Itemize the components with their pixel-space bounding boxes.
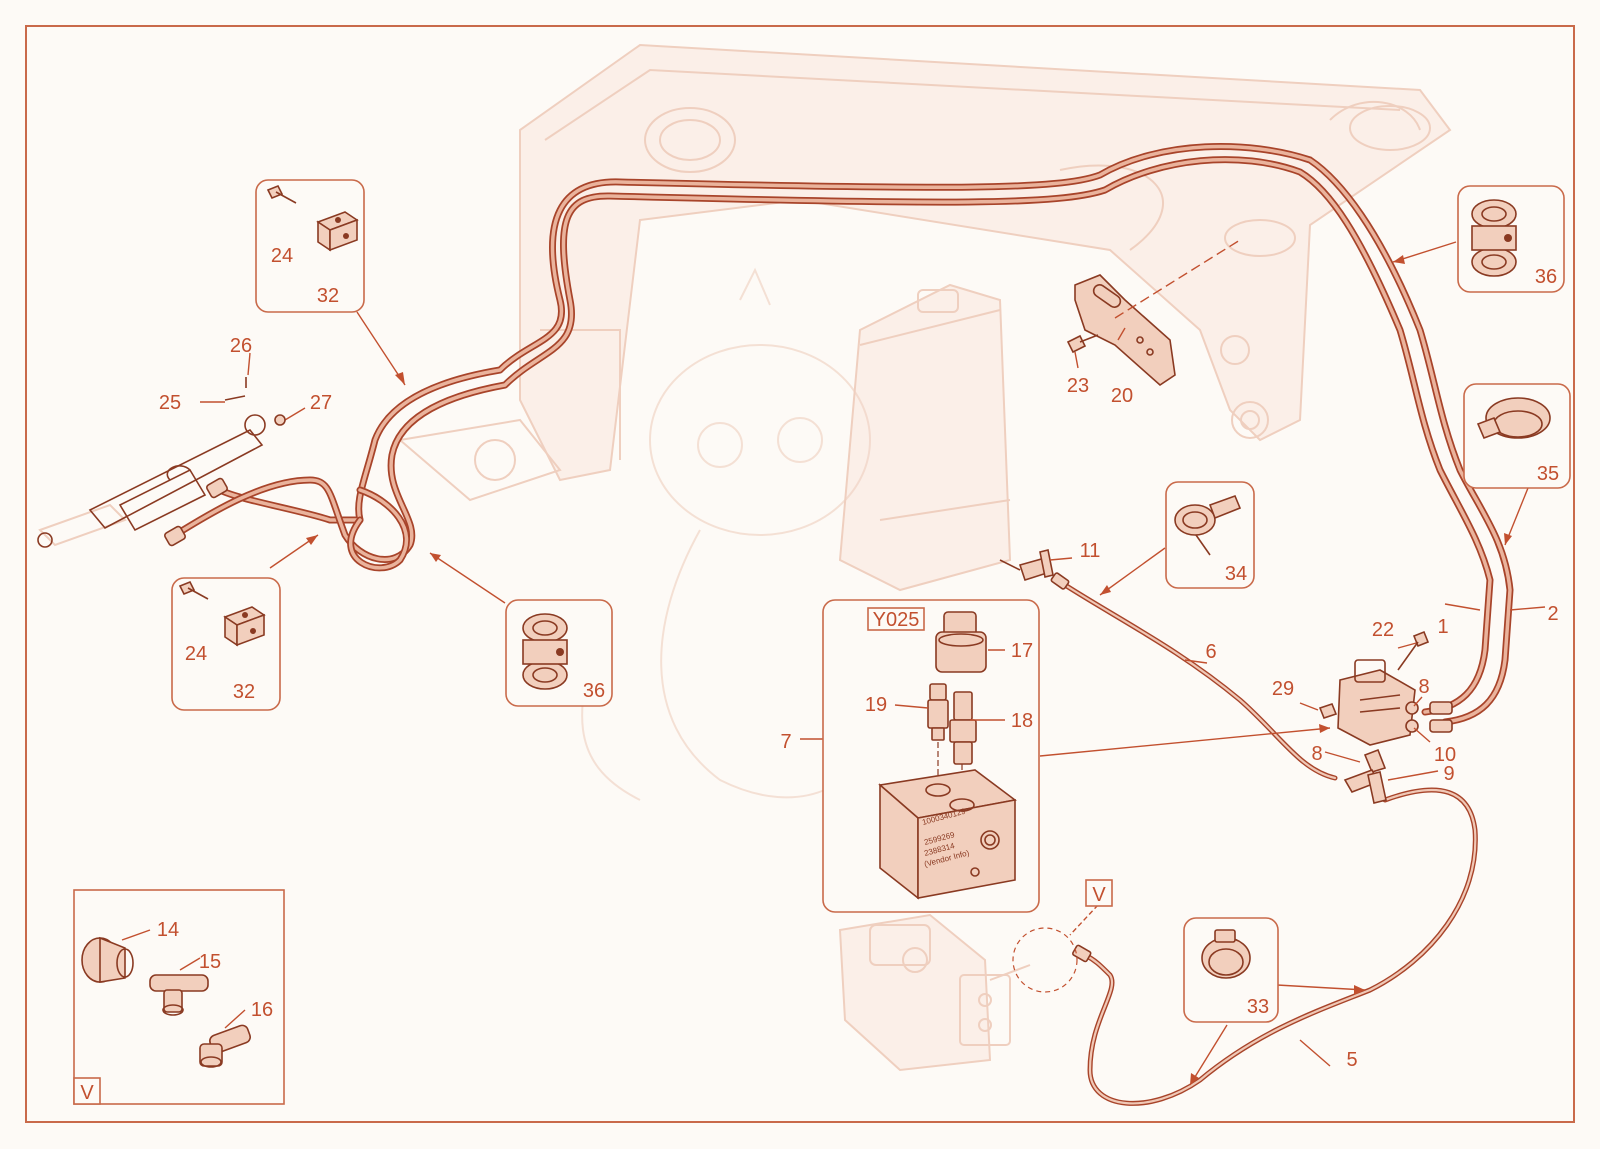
control-valve-ghost [838,913,1031,1072]
pin-25-26-27 [224,377,286,426]
bracket-20 [1074,239,1241,387]
valve-block: 1000340129 2599269 2388314 (Vendor Info) [878,769,1017,900]
label-16: 16 [251,999,273,1021]
p-clip-icon [1174,494,1242,556]
label-9: 9 [1443,763,1454,785]
view-v-inset-label: V [80,1082,94,1104]
clamp-block-icon [223,606,266,647]
fitting-11 [999,549,1054,582]
label-26: 26 [230,335,252,357]
detail-valve-7: Y025 1000340129 2599269 [822,599,1040,913]
hose-5 [1072,787,1478,1106]
label-36-right: 36 [1535,266,1557,288]
label-5: 5 [1346,1049,1357,1071]
label-15: 15 [199,951,221,973]
label-22: 22 [1372,619,1394,641]
label-17: 17 [1011,640,1033,662]
tank-ghost [838,283,1012,592]
label-23: 23 [1067,375,1089,397]
label-8-lower: 8 [1311,743,1322,765]
tee-15 [149,957,209,1016]
view-v-marker: V [1012,879,1113,993]
callout-36-left: 36 [505,599,613,707]
label-35: 35 [1537,463,1559,485]
callout-34: 34 [1165,481,1255,589]
label-1: 1 [1437,616,1448,638]
valve-cartridge-18 [949,691,977,765]
hose-1-2 [164,143,1514,726]
callout-36-right: 36 [1457,185,1565,293]
callout-33: 33 [1183,917,1279,1023]
band-clamp-icon [1201,929,1251,979]
view-v-marker-label: V [1092,884,1106,906]
label-24-bottom: 24 [185,643,207,665]
tag-y025: Y025 [873,609,920,631]
boom-arm-ghost [397,43,1452,502]
callout-35: 35 [1463,383,1571,489]
label-2: 2 [1547,603,1558,625]
callout-24-32-top: 24 32 [255,179,365,313]
valve-cartridge-19 [927,683,949,741]
label-27: 27 [310,392,332,414]
label-25: 25 [159,392,181,414]
clamp-block-icon [316,211,359,252]
label-8-upper: 8 [1418,676,1429,698]
elbow-16 [199,1009,251,1068]
label-33: 33 [1247,996,1269,1018]
label-11: 11 [1080,540,1101,562]
callout-24-32-bottom: 24 32 [171,577,281,711]
bolt-23 [1066,334,1099,354]
bolt-icon [266,184,297,204]
inset-view-v: V [73,889,285,1105]
label-34: 34 [1225,563,1247,585]
label-20: 20 [1111,385,1133,407]
label-36-left: 36 [583,680,605,702]
label-18: 18 [1011,710,1033,732]
hose-clamp-icon [1476,397,1551,440]
part-number-labels: 1 2 5 6 7 8 8 9 10 11 14 15 16 17 18 19 … [157,335,1559,1071]
cylinder-ghost [37,414,266,548]
bolt-22 [1397,630,1430,671]
adapter-14 [81,929,151,983]
double-clamp-icon [1471,199,1517,277]
leader-lines [200,241,1546,1086]
label-24-top: 24 [271,245,293,267]
solenoid-coil-17 [935,611,987,673]
drawing-frame [25,25,1575,1123]
double-clamp-icon [522,613,568,690]
label-7: 7 [780,731,791,753]
label-29: 29 [1272,678,1294,700]
label-32-top: 32 [317,285,339,307]
label-32-bottom: 32 [233,681,255,703]
manifold-block [1318,641,1453,804]
bolt-icon [178,580,209,600]
label-6: 6 [1205,641,1216,663]
label-19: 19 [865,694,887,716]
label-10: 10 [1434,744,1456,766]
hose-6 [1050,572,1338,781]
label-14: 14 [157,919,179,941]
